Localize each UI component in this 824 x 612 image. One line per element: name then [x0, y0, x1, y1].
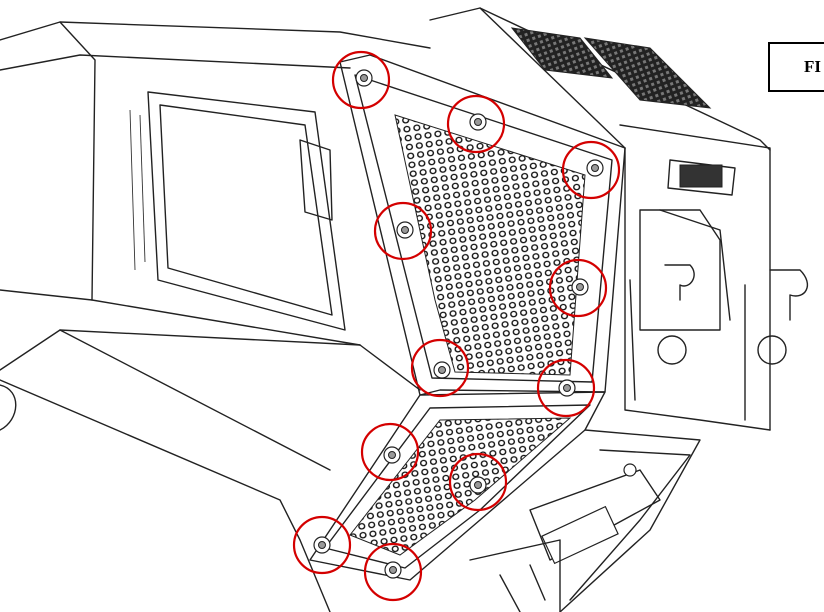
- bolt: [469, 476, 487, 494]
- vent-grille-right: [583, 37, 712, 109]
- upper-mesh: [394, 114, 586, 376]
- bolt: [571, 278, 589, 296]
- fastener-marker: [448, 452, 508, 512]
- fasteners: [313, 69, 604, 579]
- fastener-marker: [446, 94, 506, 154]
- vent-grille-left: [510, 27, 614, 79]
- fastener-marker: [360, 422, 420, 482]
- inspection-window: [129, 91, 346, 331]
- bolt: [586, 159, 604, 177]
- bolt: [396, 221, 414, 239]
- bolt: [469, 113, 487, 131]
- fastener-marker: [331, 50, 391, 110]
- left-housing: [0, 21, 431, 612]
- bolt: [558, 379, 576, 397]
- fastener-marker: [373, 201, 433, 261]
- right-housing: [429, 7, 809, 431]
- bolt: [313, 536, 331, 554]
- fastener-marker: [548, 258, 608, 318]
- bolt: [433, 361, 451, 379]
- bolt: [383, 446, 401, 464]
- fastener-marker: [410, 338, 470, 398]
- lower-mesh-panel: [309, 391, 606, 581]
- fastener-marker: [561, 140, 621, 200]
- lower-mesh: [349, 417, 572, 556]
- bolt: [384, 561, 402, 579]
- lower-mechanism: [469, 429, 701, 612]
- figure-label: FI: [768, 42, 824, 92]
- red-markers: [292, 50, 621, 602]
- fastener-marker: [292, 515, 352, 575]
- bolt: [355, 69, 373, 87]
- fastener-marker: [536, 358, 596, 418]
- fastener-marker: [363, 542, 423, 602]
